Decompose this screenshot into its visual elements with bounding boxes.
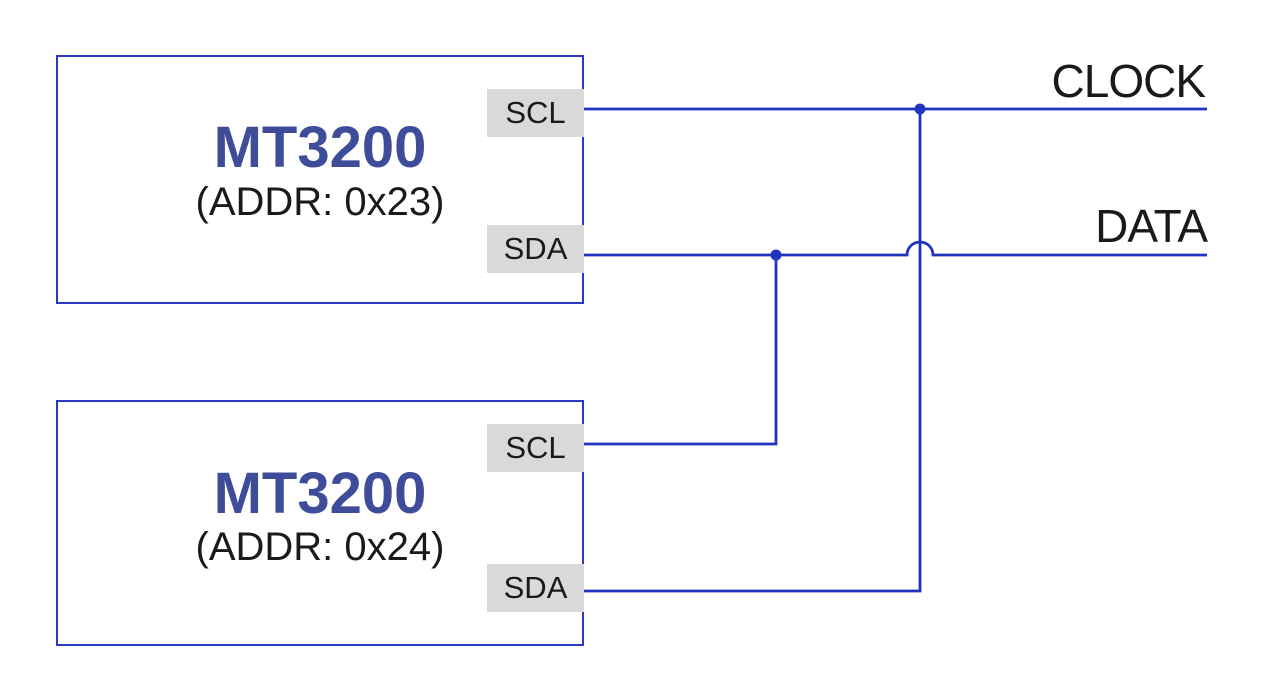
data-bus-label: DATA (1095, 200, 1208, 252)
clock-drop-wire (584, 109, 922, 593)
data-drop-wire (584, 255, 778, 446)
clock-junction-dot (914, 103, 926, 115)
pin-scl-device-0: SCL (487, 89, 584, 137)
device-name: MT3200 (213, 115, 427, 181)
pin-sda-device-0: SDA (487, 225, 584, 273)
pin-sda-device-1: SDA (487, 564, 584, 612)
data-junction-dot (770, 249, 782, 261)
device-address: (ADDR: 0x24) (195, 525, 445, 570)
clock-bus-label: CLOCK (1051, 55, 1206, 107)
pin-scl-device-1: SCL (487, 424, 584, 472)
device-name: MT3200 (213, 460, 427, 526)
device-address: (ADDR: 0x23) (195, 179, 445, 224)
